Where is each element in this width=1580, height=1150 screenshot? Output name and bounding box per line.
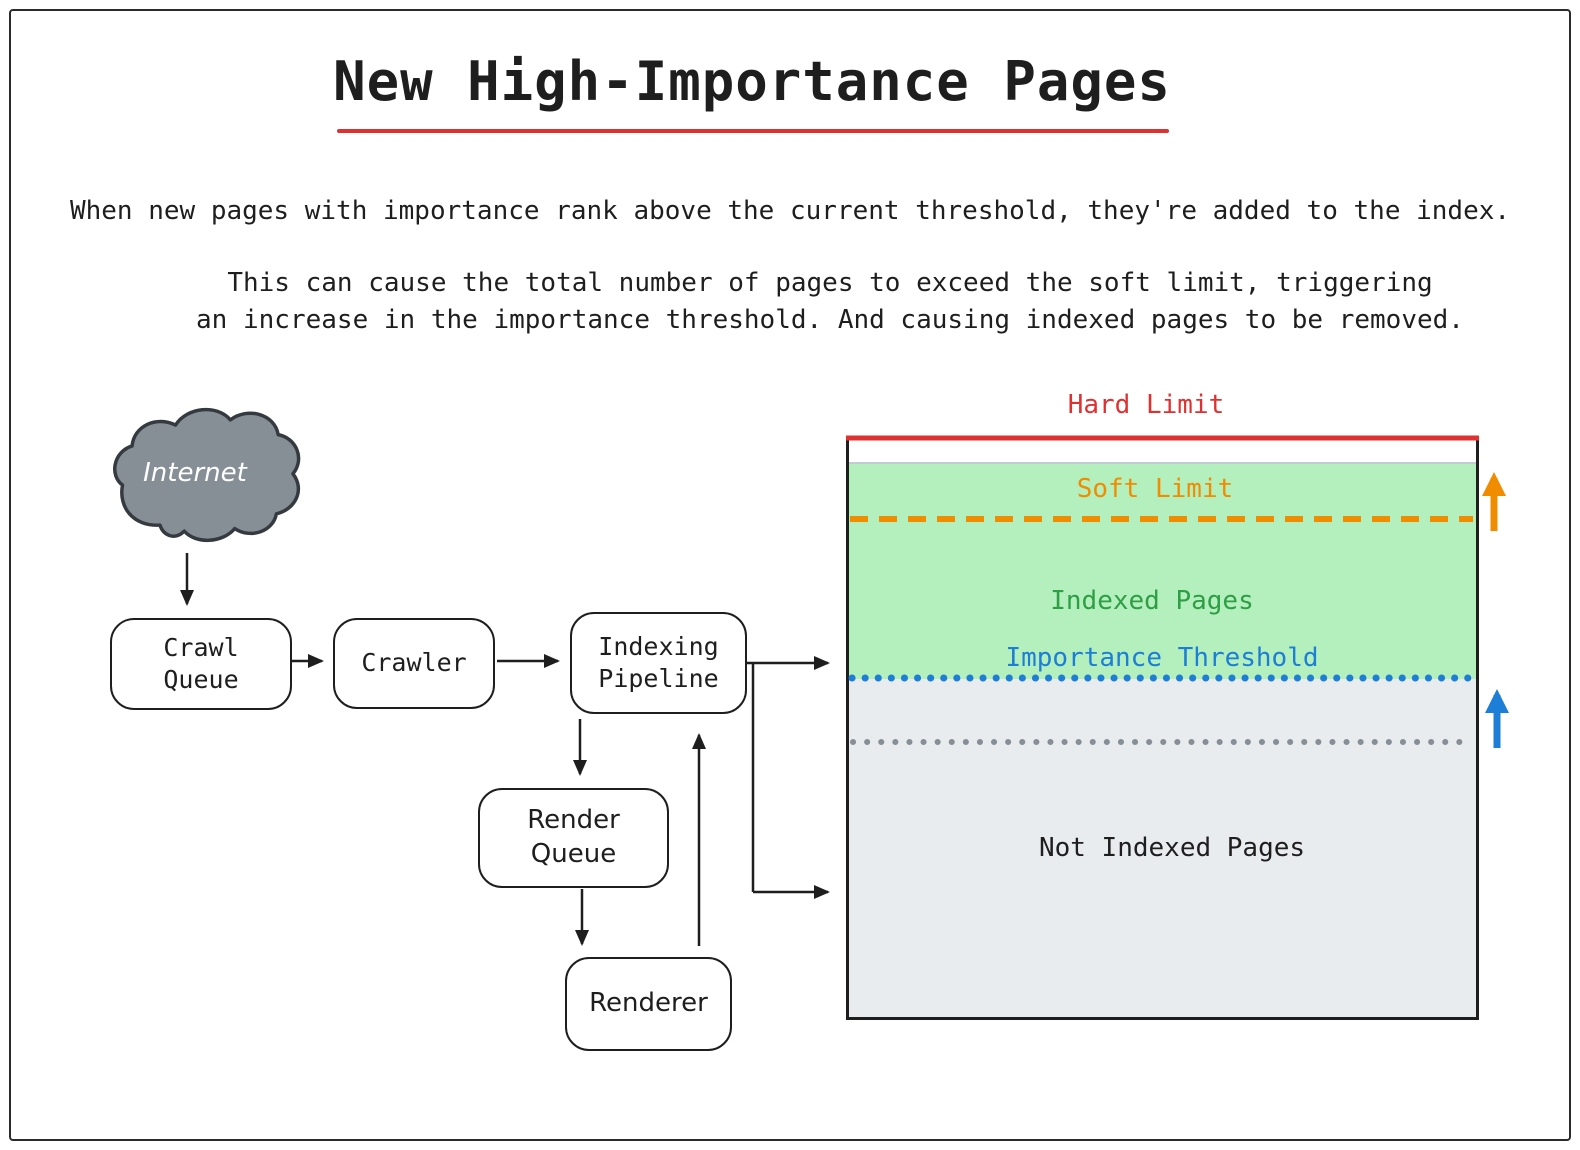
title-underline: [337, 129, 1169, 133]
outer-frame: [9, 9, 1571, 1141]
crawler-label: Crawler: [361, 648, 467, 678]
index-capacity-box: [846, 437, 1479, 1020]
indexing-pipeline-label: Indexing Pipeline: [598, 631, 719, 694]
node-renderer: Renderer: [565, 957, 732, 1051]
soft-limit-label: Soft Limit: [1076, 474, 1234, 504]
internet-cloud-icon: [106, 398, 306, 553]
node-indexing-pipeline: Indexing Pipeline: [570, 612, 747, 714]
not-indexed-pages-region: [849, 679, 1476, 1017]
hard-limit-label: Hard Limit: [1067, 390, 1225, 420]
intro-line-1: When new pages with importance rank abov…: [69, 196, 1511, 226]
renderer-label: Renderer: [589, 988, 708, 1019]
node-crawl-queue: Crawl Queue: [110, 618, 292, 710]
node-crawler: Crawler: [333, 618, 495, 709]
node-render-queue: Render Queue: [478, 788, 669, 888]
indexed-pages-label: Indexed Pages: [1050, 586, 1254, 616]
page-title: New High-Importance Pages: [333, 50, 1171, 113]
indexed-pages-region: [849, 462, 1476, 679]
render-queue-label: Render Queue: [527, 805, 620, 869]
intro-line-3: an increase in the importance threshold.…: [196, 305, 1464, 335]
index-capacity-border: [846, 437, 1479, 1020]
crawl-queue-label: Crawl Queue: [163, 632, 239, 695]
not-indexed-pages-label: Not Indexed Pages: [1038, 833, 1306, 863]
importance-threshold-label: Importance Threshold: [1005, 643, 1319, 673]
internet-label: Internet: [143, 458, 247, 488]
intro-line-2: This can cause the total number of pages…: [227, 268, 1433, 298]
